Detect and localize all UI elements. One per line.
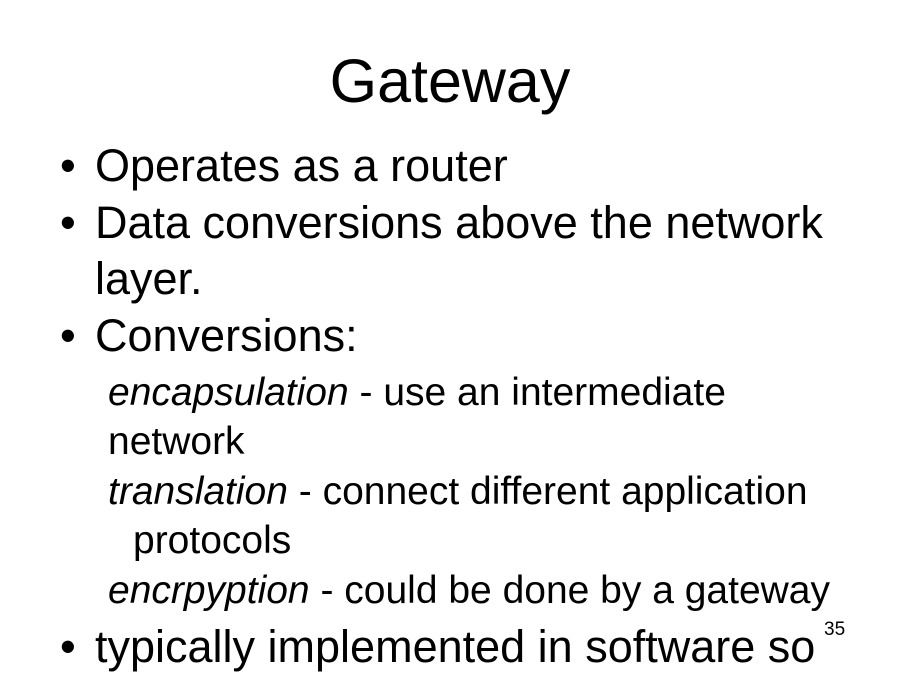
sub-item-term: encrpyption	[108, 569, 310, 612]
sub-item-description: - use an intermediate network	[108, 371, 726, 463]
sub-item-encrpyption: encrpyption - could be done by a gateway	[0, 566, 900, 615]
bullet-marker-icon: •	[60, 621, 76, 672]
sub-item-term: translation	[108, 470, 288, 513]
slide-body: • Operates as a router • Data conversion…	[0, 138, 900, 675]
bullet-text: typically implemented in software so tha…	[95, 621, 816, 672]
bullet-marker-icon: •	[60, 310, 76, 361]
sub-item-continuation: protocols	[133, 519, 292, 562]
bullet-text: Operates as a router	[95, 140, 508, 191]
bullet-text: Data conversions above the network layer…	[95, 197, 823, 304]
bullet-marker-icon: •	[60, 197, 76, 248]
bullet-marker-icon: •	[60, 140, 76, 191]
bullet-item-conversions: • Conversions:	[0, 308, 900, 364]
bullet-item-data-conversions: • Data conversions above the network lay…	[0, 195, 900, 307]
bullet-text: Conversions:	[95, 310, 358, 361]
sub-item-description: - connect different application	[287, 470, 808, 513]
sub-item-description: - could be done by a gateway	[309, 569, 830, 612]
sub-item-translation: translation - connect different applicat…	[0, 467, 900, 565]
sub-item-term: encapsulation	[108, 371, 349, 414]
bullet-item-operates: • Operates as a router	[0, 138, 900, 194]
bullet-item-typically-implemented: • typically implemented in software so t…	[0, 619, 900, 675]
page-title: Gateway	[329, 47, 571, 115]
page-number: 35	[824, 619, 846, 640]
sub-item-encapsulation: encapsulation - use an intermediate netw…	[0, 368, 900, 466]
